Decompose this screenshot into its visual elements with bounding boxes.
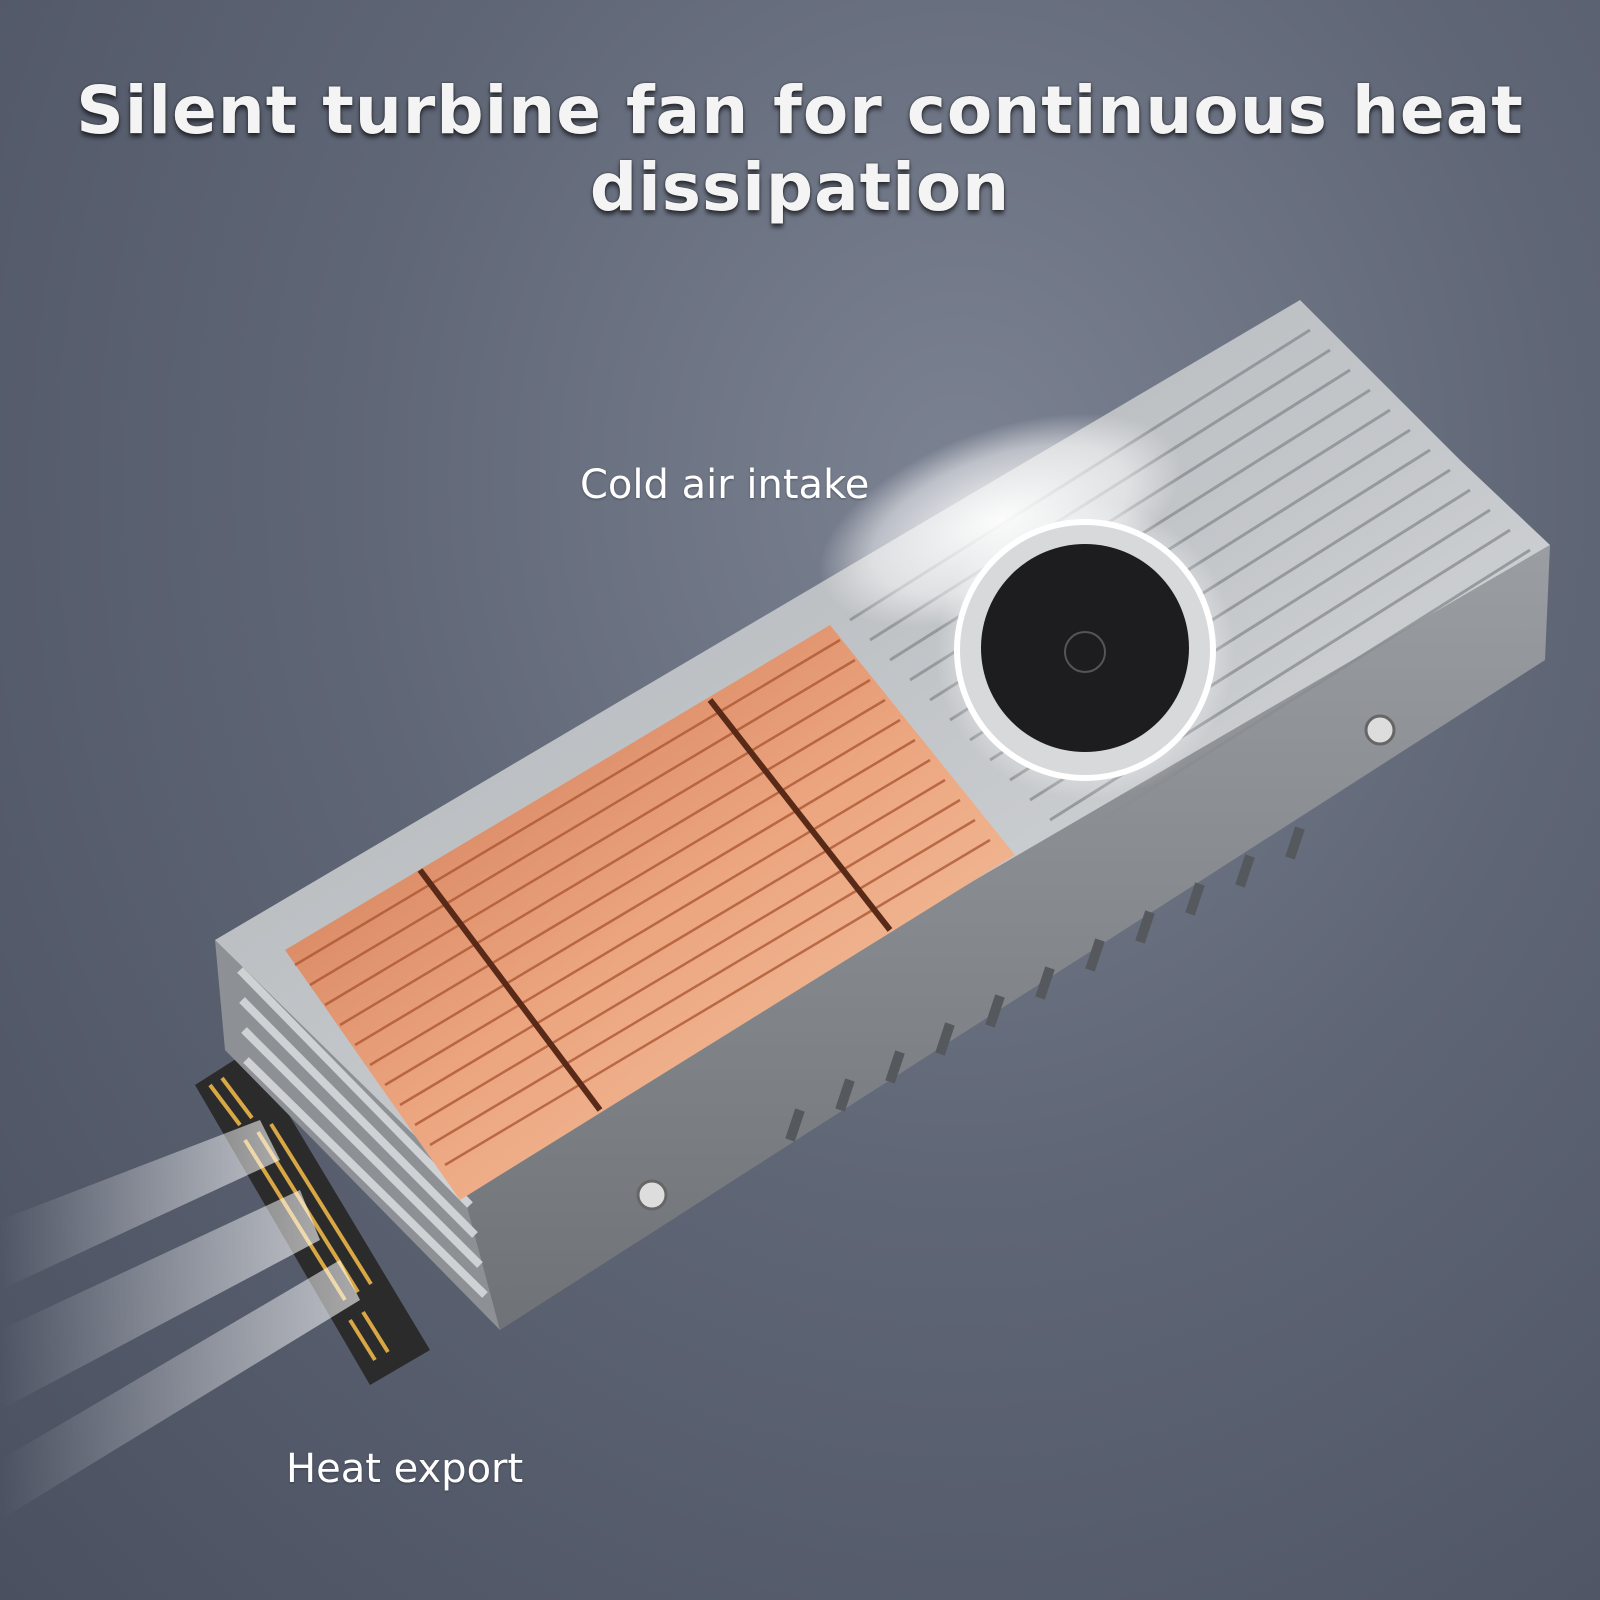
- fan-hub: [1064, 631, 1106, 673]
- hot-air-streams: [0, 1120, 360, 1520]
- page-title: Silent turbine fan for continuous heat d…: [76, 72, 1524, 226]
- cold-air-intake-label: Cold air intake: [580, 462, 870, 508]
- heatsink-end: [215, 940, 500, 1330]
- heatsink-side: [460, 545, 1550, 1330]
- screw-rear: [1364, 714, 1396, 746]
- side-fins: [785, 826, 1305, 1142]
- heat-export-label: Heat export: [286, 1446, 524, 1492]
- copper-fins: [285, 625, 1015, 1200]
- turbine-fan: [818, 413, 1235, 800]
- screw-front: [636, 1179, 668, 1211]
